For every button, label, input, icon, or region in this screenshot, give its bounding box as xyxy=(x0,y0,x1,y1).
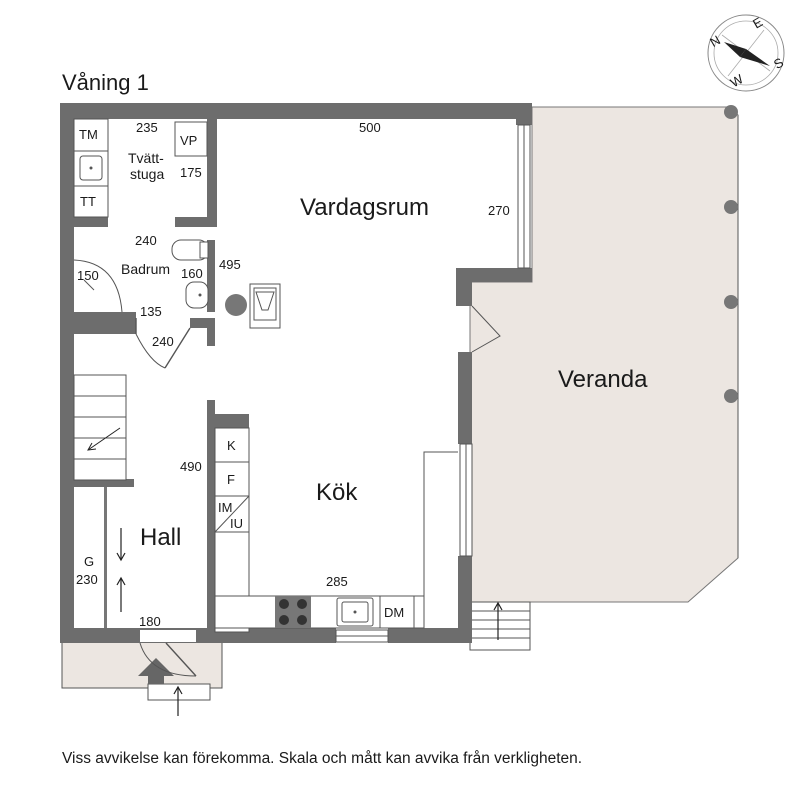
veranda-post xyxy=(724,389,738,403)
room-veranda: Veranda xyxy=(558,366,648,393)
floor-title: Våning 1 xyxy=(62,70,149,95)
fixture-vp: VP xyxy=(180,133,197,148)
bath-fixtures xyxy=(171,239,209,309)
fixture-g: G xyxy=(84,554,94,569)
entry-step xyxy=(61,641,223,716)
fixture-tm: TM xyxy=(79,127,98,142)
dim-bath-150: 150 xyxy=(77,268,99,283)
doors xyxy=(73,259,501,677)
dim-bath-160: 160 xyxy=(181,266,203,281)
bath-sink-icon xyxy=(185,281,209,309)
dim-490: 490 xyxy=(180,459,202,474)
dim-bath-width: 240 xyxy=(135,233,157,248)
dim-living-width: 500 xyxy=(359,120,381,135)
fixture-dm: DM xyxy=(384,605,404,620)
walls xyxy=(60,103,532,643)
dim-bath-135: 135 xyxy=(140,304,162,319)
laundry-fixtures xyxy=(73,118,208,218)
kitchen-fixtures xyxy=(214,427,458,633)
room-vardagsrum: Vardagsrum xyxy=(300,194,429,221)
dim-hall-240: 240 xyxy=(152,334,174,349)
disclaimer-text: Viss avvikelse kan förekomma. Skala och … xyxy=(62,750,583,767)
veranda-steps xyxy=(469,601,531,651)
dim-tvatt-depth: 175 xyxy=(180,165,202,180)
room-kok: Kök xyxy=(316,479,358,506)
dim-kitchen-width: 285 xyxy=(326,574,348,589)
fixture-f: F xyxy=(227,472,235,487)
room-tvattstuga-1: Tvätt- xyxy=(128,150,164,166)
dim-living-depth: 270 xyxy=(488,203,510,218)
dim-closet-depth: 230 xyxy=(76,572,98,587)
dim-tvatt-width: 235 xyxy=(136,120,158,135)
entry-arrow-icon xyxy=(138,658,174,684)
dim-495: 495 xyxy=(219,257,241,272)
compass-icon: N E S W xyxy=(707,14,786,92)
veranda-post xyxy=(724,295,738,309)
room-hall: Hall xyxy=(140,524,181,551)
fireplace-icon xyxy=(225,283,281,329)
staircase xyxy=(73,374,127,481)
fixture-iu: IU xyxy=(230,516,243,531)
fixture-k: K xyxy=(227,438,236,453)
fixture-tt: TT xyxy=(80,194,96,209)
fixture-im: IM xyxy=(218,500,232,515)
dim-entry-width: 180 xyxy=(139,614,161,629)
veranda-post xyxy=(724,200,738,214)
veranda-post xyxy=(724,105,738,119)
room-tvattstuga-2: stuga xyxy=(130,166,164,182)
room-badrum: Badrum xyxy=(121,261,170,277)
